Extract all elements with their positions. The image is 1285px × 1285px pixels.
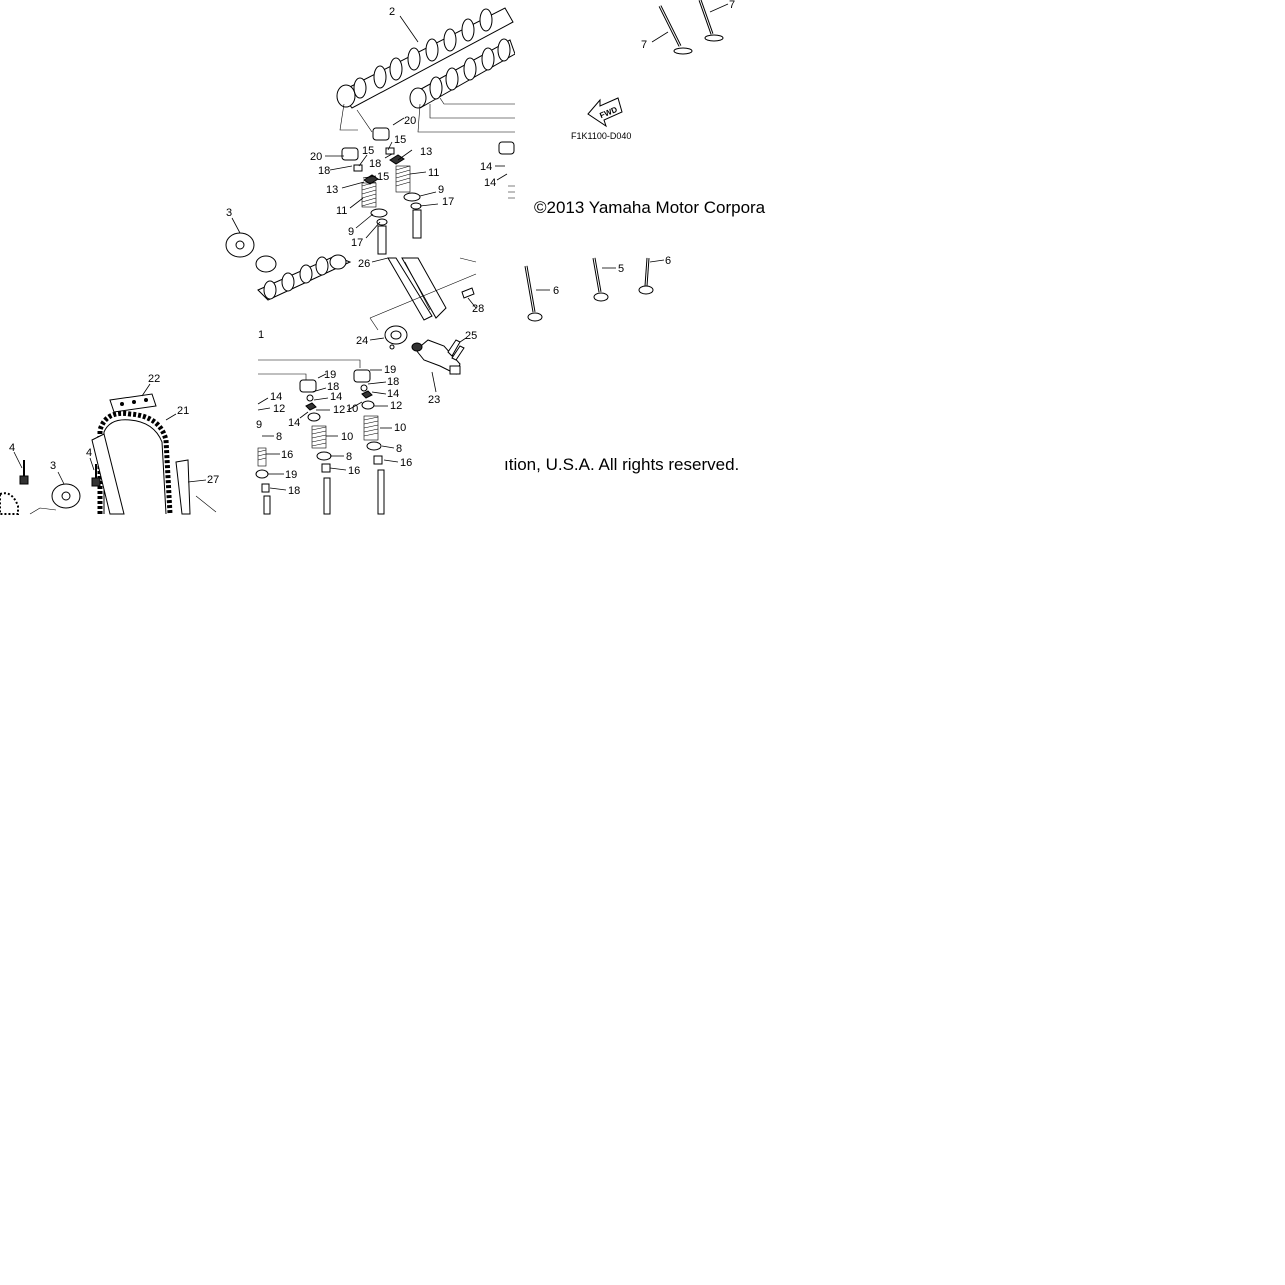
callout-13b: 13 bbox=[420, 146, 432, 158]
callout-7a: 7 bbox=[641, 39, 647, 51]
callout-5: 5 bbox=[618, 263, 624, 275]
callout-9b: 9 bbox=[438, 184, 444, 196]
callout-6a: 6 bbox=[553, 285, 559, 297]
valve-5: 5 bbox=[592, 257, 624, 302]
bolt-25: 25 bbox=[447, 330, 477, 361]
camshaft-assembly-lower: 3 1 26 28 24 bbox=[225, 207, 671, 515]
callout-26: 26 bbox=[358, 258, 370, 270]
callout-15b: 15 bbox=[377, 171, 389, 183]
callout-10a: 10 bbox=[341, 431, 353, 443]
chain-guide-22: 22 bbox=[109, 373, 160, 413]
copyright-line-2: ıtion, U.S.A. All rights reserved. bbox=[504, 455, 740, 474]
callout-4a: 4 bbox=[9, 442, 15, 454]
callout-2: 2 bbox=[389, 6, 395, 18]
valve-train-stack-c bbox=[498, 141, 515, 199]
bolt-4a: 4 bbox=[9, 442, 29, 485]
callout-15c: 15 bbox=[394, 134, 406, 146]
callout-1: 1 bbox=[258, 329, 264, 341]
cam-chain-assembly: 22 21 27 3 4 bbox=[0, 373, 219, 515]
callout-7b: 7 bbox=[729, 0, 735, 11]
callout-14a: 14 bbox=[480, 161, 492, 173]
callout-3b: 3 bbox=[50, 460, 56, 472]
callout-18b: 18 bbox=[387, 376, 399, 388]
callout-10c: 16 bbox=[281, 449, 293, 461]
callout-12c: 8 bbox=[276, 431, 282, 443]
callout-16a: 16 bbox=[348, 465, 360, 477]
callouts-upper: 2 20 15 18 15 13 11 9 17 20 15 18 13 11 … bbox=[310, 6, 508, 249]
callout-23: 23 bbox=[428, 394, 440, 406]
callout-14b: 14 bbox=[387, 388, 399, 400]
callout-12a: 12 bbox=[333, 404, 345, 416]
callout-12b: 12 bbox=[390, 400, 402, 412]
sprocket-3-lower: 3 bbox=[50, 460, 81, 509]
callout-27: 27 bbox=[207, 474, 219, 486]
callout-18a: 18 bbox=[327, 381, 339, 393]
callout-15a: 15 bbox=[362, 145, 374, 157]
callout-3a: 3 bbox=[226, 207, 232, 219]
callout-24: 24 bbox=[356, 335, 368, 347]
cam-chain-21: 21 bbox=[97, 405, 189, 515]
valve-6b: 6 bbox=[638, 255, 671, 295]
callout-16c: 18 bbox=[288, 485, 300, 497]
valve-train-stack-a bbox=[341, 147, 388, 255]
callout-8c: 19 bbox=[285, 469, 297, 481]
callout-4b: 4 bbox=[86, 447, 92, 459]
callout-9a: 9 bbox=[348, 226, 354, 238]
callout-8b: 8 bbox=[396, 443, 402, 455]
callout-18a: 18 bbox=[318, 165, 330, 177]
bolt-4b: 4 bbox=[86, 447, 101, 487]
chain-guide-26: 26 bbox=[358, 257, 447, 321]
fwd-arrow: FWD bbox=[587, 97, 623, 128]
copyright-line-1: ©2013 Yamaha Motor Corpora bbox=[534, 198, 766, 217]
camshaft-assembly-upper: 2 20 15 18 15 13 11 9 17 20 15 18 13 11 … bbox=[310, 6, 516, 255]
valve-train-stack-d bbox=[299, 379, 332, 515]
callout-14b: 14 bbox=[484, 177, 496, 189]
figure-code: F1K1100-D040 bbox=[571, 131, 631, 141]
camshaft-2 bbox=[336, 7, 514, 109]
callout-25: 25 bbox=[465, 330, 477, 342]
sprocket-3-upper: 3 bbox=[225, 207, 255, 258]
tensioner-23: 23 bbox=[411, 339, 461, 406]
callout-17a: 17 bbox=[351, 237, 363, 249]
callout-13a: 13 bbox=[326, 184, 338, 196]
callout-14d: 10 bbox=[346, 403, 358, 415]
callout-10b: 10 bbox=[394, 422, 406, 434]
callout-9c: 9 bbox=[256, 419, 262, 431]
valve-7a bbox=[658, 5, 693, 55]
valve-assembly-upper: 7 7 FWD F1K1100-D040 bbox=[571, 0, 735, 141]
valve-6a: 6 bbox=[524, 265, 559, 322]
callout-20a: 20 bbox=[310, 151, 322, 163]
callout-20b: 20 bbox=[404, 115, 416, 127]
valve-train-stack-e bbox=[353, 369, 385, 515]
callouts-lower-middle: 19 18 14 12 10 8 16 19 18 14 12 10 8 16 … bbox=[256, 364, 412, 497]
callout-28: 28 bbox=[472, 303, 484, 315]
callout-11a: 11 bbox=[336, 205, 347, 217]
callout-19b: 19 bbox=[384, 364, 396, 376]
callout-11b: 11 bbox=[428, 167, 439, 179]
valve-7b bbox=[698, 0, 724, 42]
callout-19c: 14 bbox=[270, 391, 282, 403]
callout-18b: 18 bbox=[369, 158, 381, 170]
callout-19a: 19 bbox=[324, 369, 336, 381]
callout-16b: 16 bbox=[400, 457, 412, 469]
valve-train-stack-f bbox=[255, 447, 271, 515]
callout-22: 22 bbox=[148, 373, 160, 385]
callout-14a: 14 bbox=[330, 391, 342, 403]
callout-21: 21 bbox=[177, 405, 189, 417]
callout-17b: 17 bbox=[442, 196, 454, 208]
callout-6b: 6 bbox=[665, 255, 671, 267]
callout-18c: 12 bbox=[273, 403, 285, 415]
gasket-24: 24 bbox=[356, 325, 408, 350]
valve-train-stack-b bbox=[372, 127, 422, 239]
callout-14c: 14 bbox=[288, 417, 300, 429]
callout-8a: 8 bbox=[346, 451, 352, 463]
